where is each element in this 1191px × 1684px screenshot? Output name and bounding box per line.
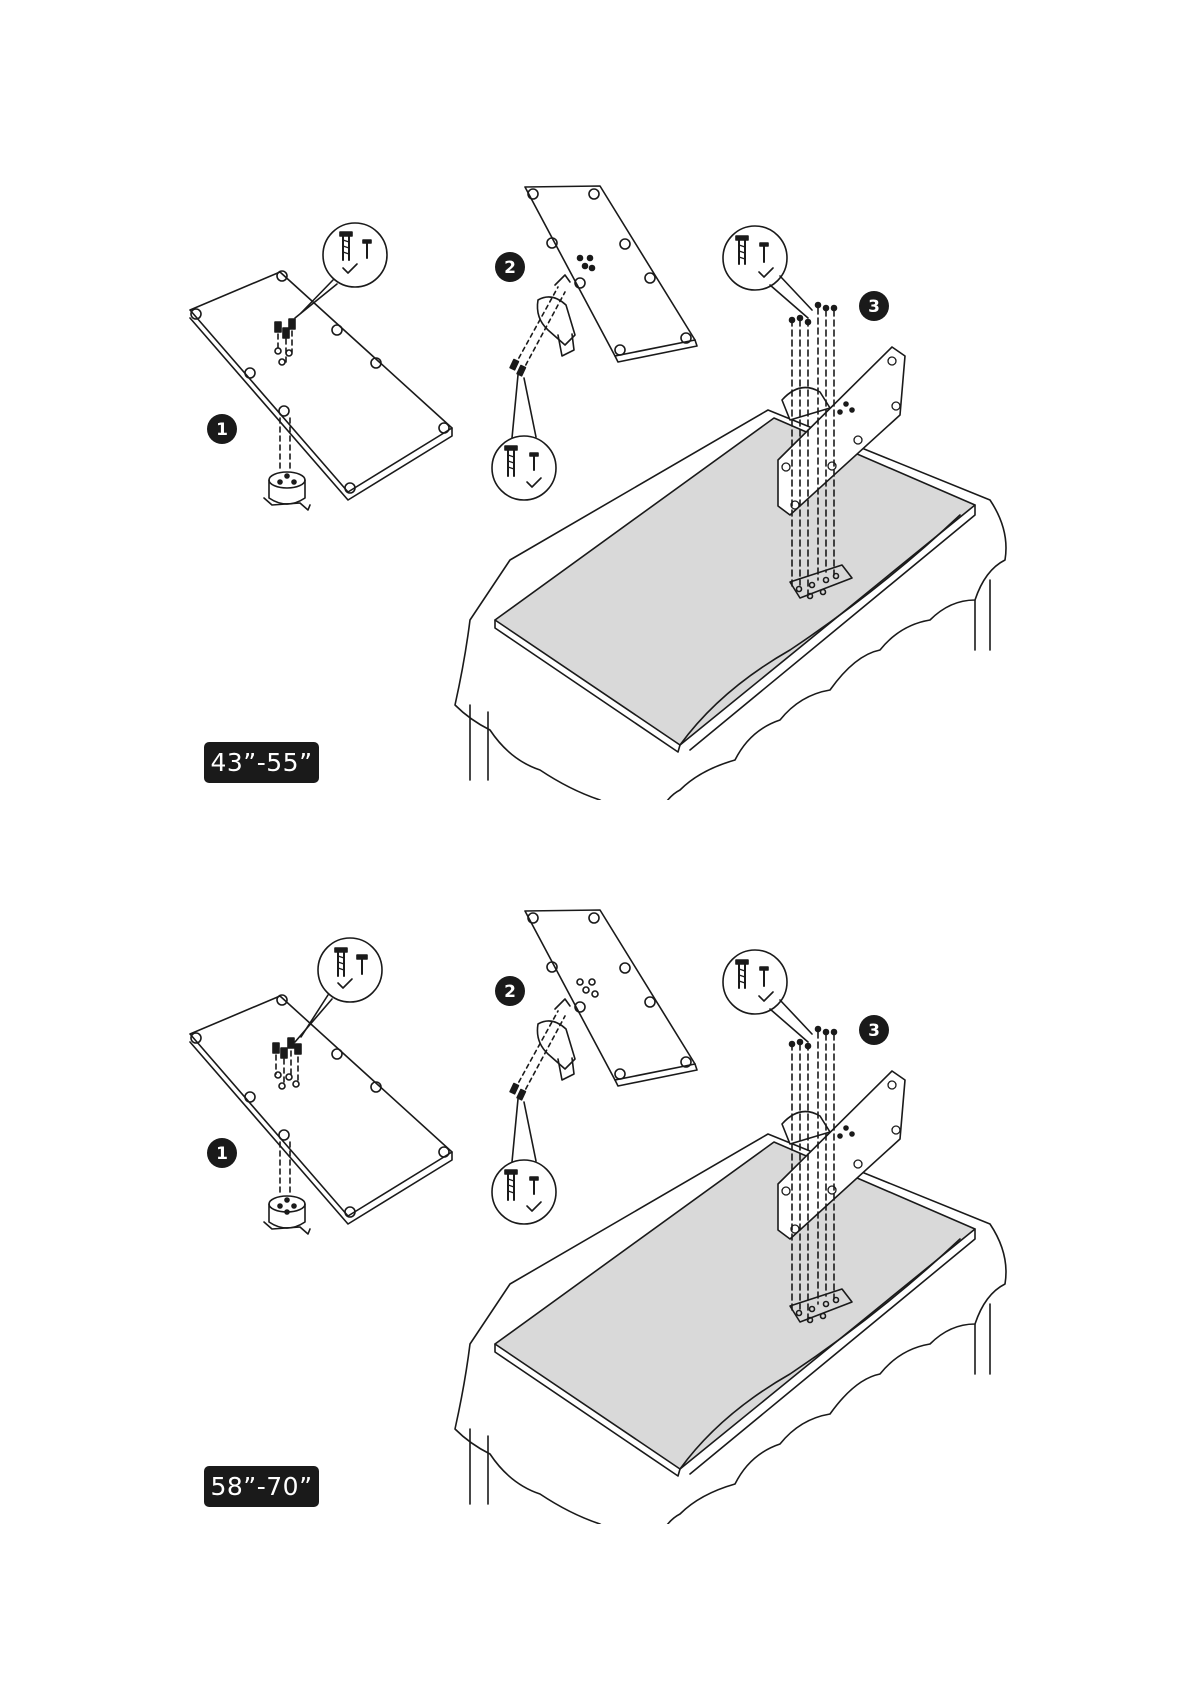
svg-text:2: 2 xyxy=(504,982,516,1002)
tv-size-label: 58”-70” xyxy=(204,1466,319,1507)
screw-callout-step2 xyxy=(492,375,556,500)
screws-step2 xyxy=(510,360,525,376)
svg-text:1: 1 xyxy=(216,1144,228,1164)
svg-text:3: 3 xyxy=(868,297,880,317)
base-plate-step1 xyxy=(190,271,452,500)
assembly-illustration: 1 2 3 xyxy=(0,724,1191,1524)
svg-text:2: 2 xyxy=(504,258,516,278)
step-marker-3: 3 xyxy=(859,1015,889,1045)
base-plate-step1 xyxy=(190,995,452,1224)
instruction-panel-58-70: 1 2 3 58”-70” xyxy=(0,724,1191,1524)
assembly-illustration: 1 2 3 xyxy=(0,0,1191,800)
svg-text:3: 3 xyxy=(868,1021,880,1041)
screws-step3 xyxy=(790,1027,837,1049)
stand-neck-step1 xyxy=(264,472,310,510)
step-marker-3: 3 xyxy=(859,291,889,321)
step-marker-1: 1 xyxy=(207,414,237,444)
base-plate-step2 xyxy=(525,186,697,362)
screw-callout-step1 xyxy=(295,938,382,1042)
base-plate-step2 xyxy=(525,910,697,1086)
screw-callout-step3 xyxy=(723,950,812,1042)
svg-text:1: 1 xyxy=(216,420,228,440)
step-marker-2: 2 xyxy=(495,252,525,282)
screws-step2 xyxy=(510,1084,525,1100)
instruction-panel-43-55: 1 2 3 43”-55” xyxy=(0,0,1191,800)
screw-callout-step2 xyxy=(492,1099,556,1224)
tv-back xyxy=(495,418,975,752)
tv-back xyxy=(495,1142,975,1476)
step-marker-2: 2 xyxy=(495,976,525,1006)
stand-neck-step1 xyxy=(264,1196,310,1234)
screw-callout-step3 xyxy=(723,226,812,318)
step-marker-1: 1 xyxy=(207,1138,237,1168)
screws-step3 xyxy=(790,303,837,325)
